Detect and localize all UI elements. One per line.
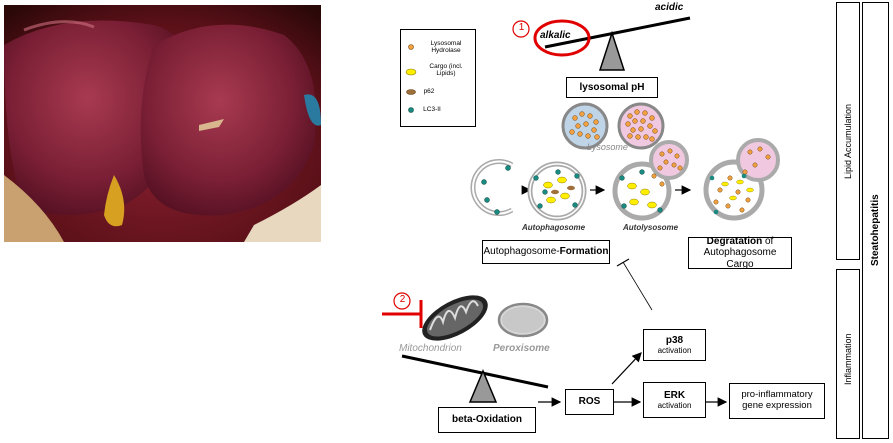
erk-box: ERK activation — [643, 382, 706, 418]
marker-2-label: 2 — [399, 294, 406, 305]
p38-box: p38 activation — [643, 329, 706, 361]
mitochondrion-label: Mitochondrion — [399, 343, 462, 354]
steatohepatitis-label: Steatohepatitis — [870, 194, 881, 266]
proinflammatory-line2: gene expression — [742, 400, 812, 411]
erk-sub: activation — [657, 401, 692, 411]
marker-1-circle — [512, 20, 530, 38]
lipid-accumulation-panel: Lipid Accumulation — [836, 2, 860, 260]
liver-photo — [4, 5, 321, 242]
degradation-box: Degratation of Autophagosome Cargo — [688, 235, 792, 270]
degradation-line2: Autophagosome Cargo — [703, 247, 777, 270]
alkalic-highlight-ring — [533, 19, 591, 57]
p38-sub: activation — [657, 346, 692, 356]
beta-oxidation-box: beta-Oxidation — [438, 407, 536, 433]
lc3-dot-icon — [408, 107, 414, 113]
legend-lc3: LC3-II — [423, 106, 441, 113]
p38-title: p38 — [665, 334, 684, 346]
legend-p62: p62 — [423, 88, 435, 95]
oxidation-balance-beam — [401, 354, 549, 389]
autolysosome-label: Autolysosome — [623, 223, 679, 232]
p62-ellipse-icon — [406, 89, 416, 95]
steatohepatitis-panel: Steatohepatitis — [862, 2, 889, 439]
oxidation-balance-fulcrum — [468, 369, 498, 403]
erk-title: ERK — [663, 389, 686, 401]
legend: Lysosomal Hydrolase Cargo (incl. Lipids)… — [400, 29, 476, 127]
acidic-label: acidic — [655, 2, 684, 13]
formation-box: Autophagosome-Formation — [482, 240, 610, 264]
marker-2-circle — [393, 292, 411, 310]
marker-1-label: 1 — [518, 22, 525, 33]
legend-hydrolase: Lysosomal Hydrolase — [430, 40, 462, 55]
ph-balance-beam — [544, 16, 691, 49]
cargo-ellipse-icon — [405, 68, 417, 76]
alkalic-label: alkalic — [540, 30, 571, 41]
formation-prefix: Autophagosome- — [483, 246, 560, 258]
proinflammatory-box: pro-inflammatory gene expression — [729, 383, 825, 419]
lipid-accumulation-label: Lipid Accumulation — [843, 103, 853, 179]
autophagosome-label: Autophagosome — [522, 223, 586, 232]
inflammation-label: Inflammation — [843, 333, 853, 385]
legend-cargo: Cargo (incl. Lipids) — [429, 63, 463, 78]
peroxisome-label: Peroxisome — [493, 343, 550, 354]
lysosomal-ph-box: lysosomal pH — [566, 77, 658, 98]
ph-balance-fulcrum — [598, 30, 626, 71]
degradation-bold: Degratation — [706, 235, 763, 247]
formation-bold: Formation — [559, 246, 609, 258]
degradation-rest: of — [762, 235, 774, 247]
lysosome-label: Lysosome — [587, 142, 628, 152]
proinflammatory-line1: pro-inflammatory — [741, 389, 813, 401]
hydrolase-dot-icon — [408, 44, 414, 50]
inflammation-panel: Inflammation — [836, 269, 860, 439]
ros-box: ROS — [565, 389, 614, 415]
